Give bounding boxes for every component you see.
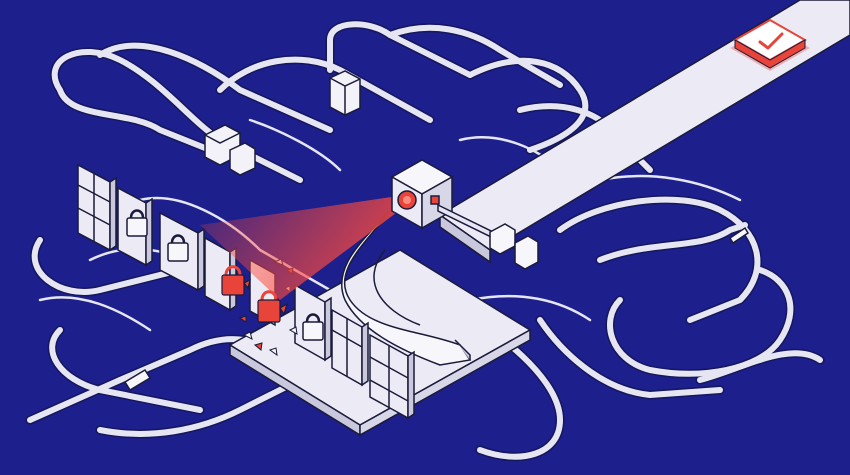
scanner-rod bbox=[437, 203, 539, 270]
door bbox=[77, 163, 117, 252]
padlock-icon bbox=[126, 209, 148, 237]
check-badge bbox=[730, 18, 810, 71]
scanner-camera-icon bbox=[390, 159, 454, 230]
padlock-icon bbox=[221, 265, 251, 296]
padlock-icon bbox=[257, 290, 289, 323]
cable-plug-icon bbox=[123, 226, 750, 392]
scanner-beam bbox=[200, 195, 405, 300]
padlocks bbox=[126, 209, 324, 341]
door bbox=[331, 308, 369, 387]
cable-clip bbox=[329, 70, 361, 116]
diagonal-belt-platform bbox=[438, 0, 850, 264]
cable-clip bbox=[229, 142, 256, 176]
cable-clips bbox=[204, 70, 361, 176]
padlock-icon bbox=[302, 313, 324, 341]
check-icon bbox=[758, 32, 784, 50]
padlock-icon bbox=[167, 234, 189, 262]
broken-padlocks bbox=[221, 265, 289, 323]
paper-ribbon bbox=[341, 209, 472, 366]
door bbox=[369, 333, 415, 420]
